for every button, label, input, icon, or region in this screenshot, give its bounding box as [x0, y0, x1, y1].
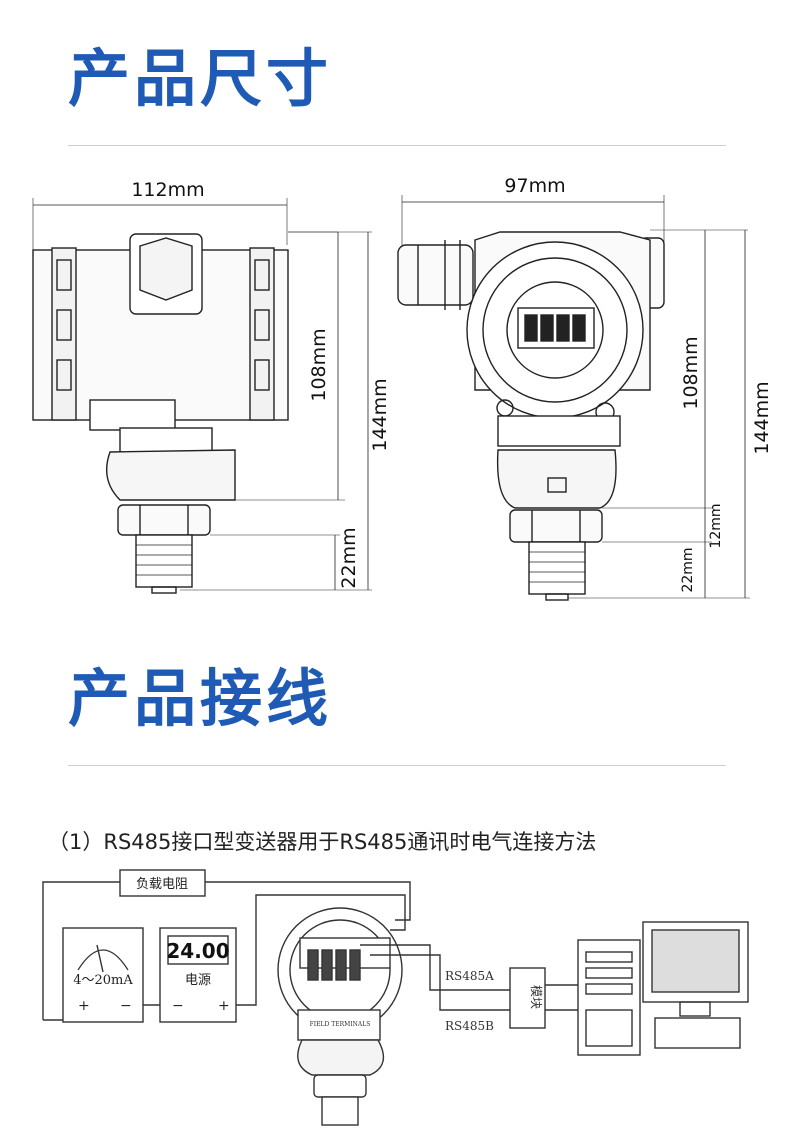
front-thread-label: 22mm — [680, 547, 696, 592]
rs485a-label: RS485A — [445, 969, 494, 983]
side-view — [32, 198, 372, 594]
meter-plus: + — [78, 998, 90, 1014]
dimension-drawings: 112mm 108mm 144mm 22mm — [32, 175, 773, 601]
rs485b-label: RS485B — [445, 1019, 494, 1033]
power-plus: + — [218, 998, 230, 1014]
front-nut-label: 12mm — [708, 503, 724, 548]
side-thread-label: 22mm — [338, 527, 360, 588]
front-height-label: 108mm — [680, 336, 702, 409]
wiring-caption: （1）RS485接口型变送器用于RS485通讯时电气连接方法 — [48, 830, 597, 854]
side-width-label: 112mm — [131, 179, 204, 201]
dimensions-title: 产品尺寸 — [68, 42, 333, 115]
power-minus: − — [172, 998, 184, 1014]
ammeter — [62, 927, 144, 1023]
meter-scale-label: 4～20mA — [73, 973, 133, 988]
divider-bottom — [68, 765, 726, 766]
front-view — [397, 195, 750, 601]
rs485-module — [509, 967, 546, 1029]
wiring-diagram: 负载电阻 4～20mA + − 24.00 电源 − + RS485A RS48… — [42, 869, 749, 1126]
power-display: 24.00 — [166, 939, 229, 963]
computer-tower — [577, 939, 641, 1056]
load-resistor-box — [119, 869, 206, 897]
load-resistor-label: 负载电阻 — [136, 877, 188, 892]
field-terminals-label: FIELD TERMINALS — [310, 1021, 371, 1028]
keyboard — [654, 1017, 741, 1049]
front-width-label: 97mm — [504, 175, 565, 197]
power-label: 电源 — [185, 973, 211, 988]
side-total-label: 144mm — [369, 378, 391, 451]
wiring-title: 产品接线 — [68, 662, 333, 735]
meter-minus: − — [120, 998, 132, 1014]
side-height-label: 108mm — [308, 328, 330, 401]
front-total-label: 144mm — [751, 381, 773, 454]
module-label: 模块 — [529, 985, 543, 1009]
divider-top — [68, 145, 726, 146]
